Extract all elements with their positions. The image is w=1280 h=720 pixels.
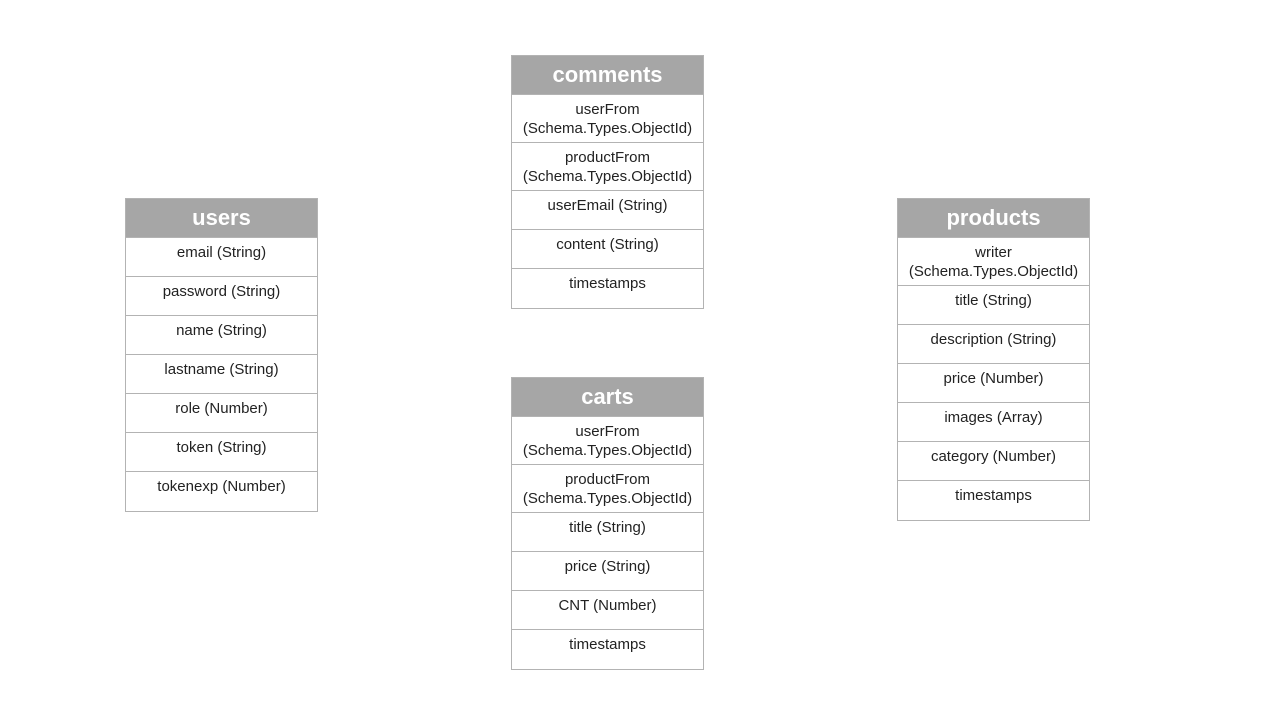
comments-table: comments userFrom (Schema.Types.ObjectId… — [511, 55, 704, 309]
products-field-timestamps: timestamps — [955, 487, 1032, 504]
comments-field-productfrom: productFrom (Schema.Types.ObjectId) — [512, 143, 703, 191]
comments-field-content: content (String) — [512, 230, 703, 269]
users-table-header: users — [126, 199, 317, 238]
users-field-email: email (String) — [126, 238, 317, 277]
users-field-password: password (String) — [126, 277, 317, 316]
users-field-tokenexp: tokenexp (Number) — [157, 478, 286, 495]
users-field-name: name (String) — [126, 316, 317, 355]
users-table: users email (String) password (String) n… — [125, 198, 318, 512]
comments-field-timestamps: timestamps — [569, 275, 646, 292]
products-table-header: products — [898, 199, 1089, 238]
carts-field-timestamps: timestamps — [569, 636, 646, 653]
products-field-category: category (Number) — [898, 442, 1089, 481]
comments-field-useremail: userEmail (String) — [512, 191, 703, 230]
products-field-description: description (String) — [898, 325, 1089, 364]
comments-table-header: comments — [512, 56, 703, 95]
products-field-price: price (Number) — [898, 364, 1089, 403]
carts-field-productfrom: productFrom (Schema.Types.ObjectId) — [512, 465, 703, 513]
carts-field-cnt: CNT (Number) — [512, 591, 703, 630]
carts-field-userfrom: userFrom (Schema.Types.ObjectId) — [512, 417, 703, 465]
products-field-title: title (String) — [898, 286, 1089, 325]
carts-field-title: title (String) — [512, 513, 703, 552]
users-field-role: role (Number) — [126, 394, 317, 433]
carts-field-price: price (String) — [512, 552, 703, 591]
comments-field-userfrom: userFrom (Schema.Types.ObjectId) — [512, 95, 703, 143]
users-field-lastname: lastname (String) — [126, 355, 317, 394]
carts-table: carts userFrom (Schema.Types.ObjectId) p… — [511, 377, 704, 670]
products-field-images: images (Array) — [898, 403, 1089, 442]
users-field-token: token (String) — [126, 433, 317, 472]
products-field-writer: writer (Schema.Types.ObjectId) — [898, 238, 1089, 286]
products-table: products writer (Schema.Types.ObjectId) … — [897, 198, 1090, 521]
carts-table-header: carts — [512, 378, 703, 417]
